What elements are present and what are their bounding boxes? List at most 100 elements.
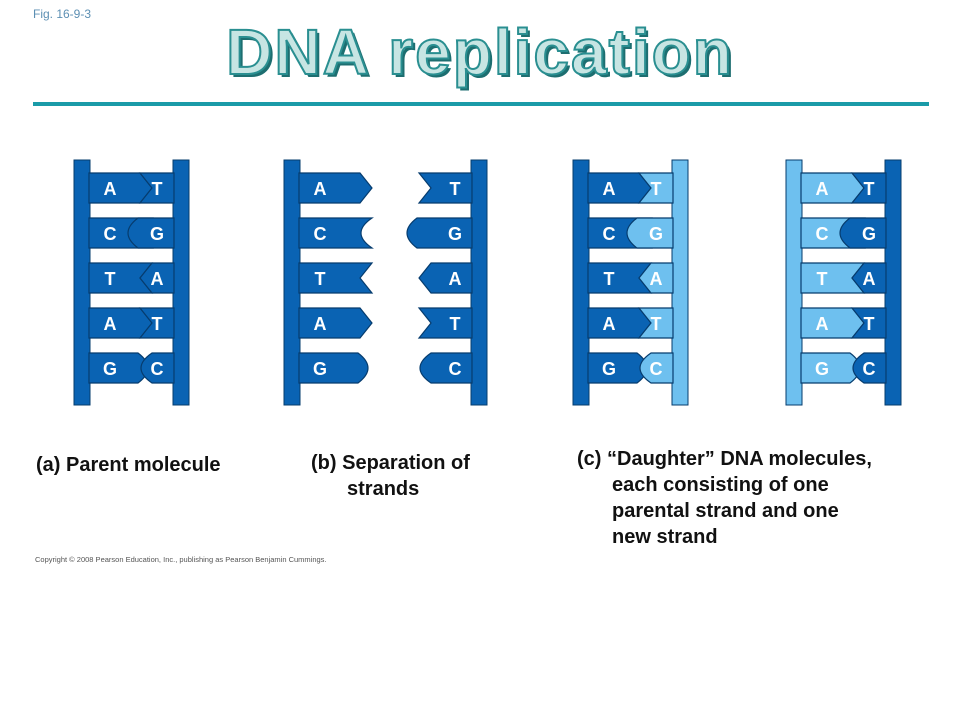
panel-c2-right-label-1: G bbox=[862, 224, 876, 244]
panel-c2-left-base-0 bbox=[800, 172, 865, 204]
panel-b-left-label-2: T bbox=[315, 269, 326, 289]
panel-c2-right-base-1 bbox=[839, 217, 887, 249]
figure-label: Fig. 16-9-3 bbox=[33, 7, 92, 21]
panel-a-left-label-1: C bbox=[104, 224, 117, 244]
panel-a-right-label-1: G bbox=[150, 224, 164, 244]
panel-b-left-base-4 bbox=[298, 352, 369, 384]
panel-c1-left-label-2: T bbox=[604, 269, 615, 289]
panel-a-right-label-3: T bbox=[152, 314, 163, 334]
dna-replication-diagram: A T C G T A A T G C A T C G T A A T G C A T C G T A A T G C A T C G T A A T G C bbox=[73, 159, 902, 406]
panel-c2-right-label-2: A bbox=[863, 269, 876, 289]
panel-c1-right-base-1 bbox=[626, 217, 674, 249]
panel-c2-right-label-0: T bbox=[864, 179, 875, 199]
caption-c-line-1: “Daughter” DNA molecules, bbox=[607, 448, 872, 470]
panel-a-right-backbone bbox=[172, 159, 190, 406]
panel-c1-right-label-1: G bbox=[649, 224, 663, 244]
panel-b-right-label-1: G bbox=[448, 224, 462, 244]
panel-c1-left-label-0: A bbox=[603, 179, 616, 199]
panel-b-left-base-2 bbox=[298, 262, 374, 294]
panel-c1-left-backbone bbox=[572, 159, 590, 406]
panel-b-left-label-4: G bbox=[313, 359, 327, 379]
panel-b-right-label-0: T bbox=[450, 179, 461, 199]
caption-b-marker: (b) bbox=[311, 452, 337, 474]
panel-c1-right-base-2 bbox=[638, 262, 674, 294]
panel-c2-left-label-4: G bbox=[815, 359, 829, 379]
panel-a-right-base-0 bbox=[138, 172, 175, 204]
panel-b-left-label-3: A bbox=[314, 314, 327, 334]
panel-c1-right-base-4 bbox=[639, 352, 674, 384]
page-title: DNA replication bbox=[225, 15, 734, 89]
panel-c1-right-backbone bbox=[671, 159, 689, 406]
panel-a-right-base-4 bbox=[140, 352, 175, 384]
panel-c1-left-base-4 bbox=[587, 352, 648, 384]
panel-c2-right-base-0 bbox=[850, 172, 887, 204]
panel-c2-left-backbone bbox=[785, 159, 803, 406]
panel-a-left-label-0: A bbox=[104, 179, 117, 199]
panel-c2-left-label-1: C bbox=[816, 224, 829, 244]
panel-c2-left-label-0: A bbox=[816, 179, 829, 199]
panel-b-left-label-0: A bbox=[314, 179, 327, 199]
panel-b-right-base-3 bbox=[417, 307, 473, 339]
caption-b: (b) Separation of strands bbox=[311, 450, 470, 502]
panel-b-right-label-2: A bbox=[449, 269, 462, 289]
panel-b-left-base-0 bbox=[298, 172, 373, 204]
panel-b-left-base-3 bbox=[298, 307, 373, 339]
panel-b-right-base-4 bbox=[419, 352, 473, 384]
panel-a-left-base-0 bbox=[88, 172, 153, 204]
panel-c2-right-base-3 bbox=[850, 307, 887, 339]
panel-c1-right-label-2: A bbox=[650, 269, 663, 289]
panel-a-left-backbone bbox=[73, 159, 91, 406]
panel-a-right-label-4: C bbox=[151, 359, 164, 379]
panel-a-right-label-2: A bbox=[151, 269, 164, 289]
caption-a-marker: (a) bbox=[36, 454, 61, 476]
caption-c: (c) “Daughter” DNA molecules, each consi… bbox=[577, 446, 872, 550]
caption-a-text: Parent molecule bbox=[66, 454, 221, 476]
title-divider bbox=[33, 102, 929, 106]
panel-c2-right-base-4 bbox=[852, 352, 887, 384]
panel-c1-left-label-3: A bbox=[603, 314, 616, 334]
panel-a-right-base-1 bbox=[127, 217, 175, 249]
panel-c2-right-base-2 bbox=[851, 262, 887, 294]
panel-c1-right-label-3: T bbox=[651, 314, 662, 334]
panel-b-right-label-3: T bbox=[450, 314, 461, 334]
panel-b-right-base-1 bbox=[406, 217, 473, 249]
panel-c1-right-base-3 bbox=[637, 307, 674, 339]
panel-b-right-label-4: C bbox=[449, 359, 462, 379]
panel-c2-left-base-4 bbox=[800, 352, 861, 384]
panel-c1-left-label-1: C bbox=[603, 224, 616, 244]
panel-a-right-base-2 bbox=[139, 262, 175, 294]
copyright-notice: Copyright © 2008 Pearson Education, Inc.… bbox=[35, 555, 327, 564]
panel-a-left-base-4 bbox=[88, 352, 149, 384]
panel-a-left-label-2: T bbox=[105, 269, 116, 289]
panel-c1-left-base-0 bbox=[587, 172, 652, 204]
caption-a: (a) Parent molecule bbox=[36, 452, 221, 478]
panel-b-right-backbone bbox=[470, 159, 488, 406]
panel-c1-right-base-0 bbox=[637, 172, 674, 204]
panel-a-right-base-3 bbox=[138, 307, 175, 339]
panel-b-left-base-1 bbox=[298, 217, 374, 249]
panel-c2-left-base-3 bbox=[800, 307, 865, 339]
panel-c2-right-backbone bbox=[884, 159, 902, 406]
panel-b-left-backbone bbox=[283, 159, 301, 406]
panel-c2-left-label-2: T bbox=[817, 269, 828, 289]
panel-a-left-base-3 bbox=[88, 307, 153, 339]
panel-b-right-base-2 bbox=[418, 262, 473, 294]
caption-b-line-2: strands bbox=[347, 478, 420, 500]
panel-a-left-label-3: A bbox=[104, 314, 117, 334]
caption-c-line-2: each consisting of one bbox=[612, 474, 829, 496]
panel-c2-right-label-3: T bbox=[864, 314, 875, 334]
caption-c-marker: (c) bbox=[577, 448, 602, 470]
panel-c1-left-base-3 bbox=[587, 307, 652, 339]
caption-b-line-1: Separation of bbox=[342, 452, 470, 474]
panel-a-left-label-4: G bbox=[103, 359, 117, 379]
panel-c1-left-label-4: G bbox=[602, 359, 616, 379]
caption-c-line-4: new strand bbox=[612, 526, 718, 548]
panel-c1-right-label-4: C bbox=[650, 359, 663, 379]
panel-b-left-label-1: C bbox=[314, 224, 327, 244]
panel-b-right-base-0 bbox=[417, 172, 473, 204]
panel-c2-left-label-3: A bbox=[816, 314, 829, 334]
caption-c-line-3: parental strand and one bbox=[612, 500, 839, 522]
panel-a-right-label-0: T bbox=[152, 179, 163, 199]
panel-c2-right-label-4: C bbox=[863, 359, 876, 379]
panel-c1-right-label-0: T bbox=[651, 179, 662, 199]
